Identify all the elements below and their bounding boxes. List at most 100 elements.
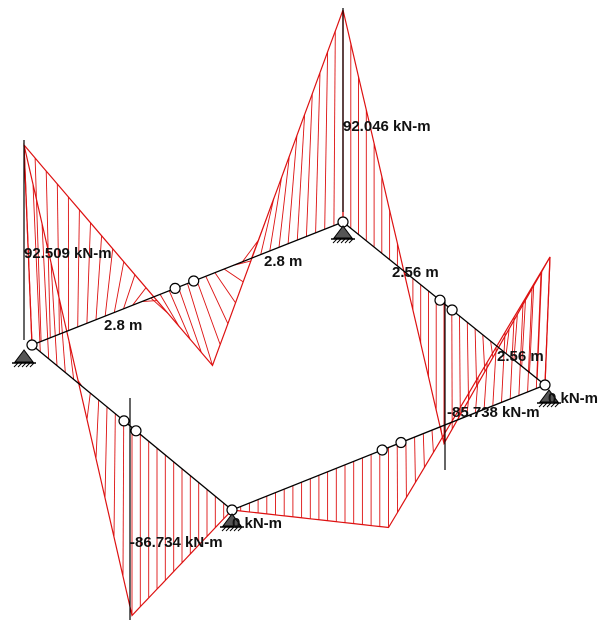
member-back-left [31, 221, 344, 346]
moment-ordinate [113, 413, 116, 538]
support-hatch [554, 402, 560, 408]
moment-ordinate [296, 114, 306, 241]
moment-ordinate [123, 274, 136, 309]
support-triangle [14, 349, 34, 363]
moment-ordinate [223, 268, 244, 283]
support-hatch [13, 362, 19, 368]
moment-label-front-bottom: -86.734 kN-m [130, 534, 223, 551]
support-hatch [25, 362, 31, 368]
support-hatch [344, 238, 350, 244]
moment-ordinate [492, 347, 497, 406]
span-label-back-right: 2.56 m [392, 264, 439, 281]
pin-support-icon [220, 513, 244, 532]
moment-ordinate [474, 328, 478, 387]
moment-ordinate [527, 287, 533, 392]
moment-ordinate [77, 209, 80, 327]
moment-ordinate [536, 271, 543, 379]
span-label-left: 2.8 m [104, 317, 142, 334]
hinge-circle-icon [130, 425, 142, 437]
hinge-circle-icon [169, 282, 181, 294]
moment-ordinate [457, 407, 461, 420]
moment-outline [231, 256, 551, 529]
moment-segment-back-left [23, 9, 344, 367]
moment-ordinate [440, 426, 443, 438]
support-triangle [222, 513, 242, 527]
hinge-circle-icon [26, 339, 38, 351]
moment-ordinate [498, 342, 502, 348]
hinge-circle-icon [395, 436, 407, 449]
support-hatch [348, 238, 354, 244]
moment-ordinate [535, 271, 542, 389]
moment-ordinate [168, 290, 191, 340]
moment-ordinate [414, 437, 416, 483]
moment-ordinate [196, 279, 221, 345]
moment-ordinate [59, 301, 66, 373]
moment-ordinate [474, 377, 479, 413]
moment-ordinate [501, 332, 506, 403]
support-hatch [233, 526, 239, 532]
moment-segment-back-right [342, 9, 551, 446]
hinge-circle-icon [188, 275, 200, 287]
moment-ordinate [431, 430, 434, 453]
moment-ordinate [187, 283, 213, 366]
member-front-right [231, 384, 546, 511]
moment-diagram-layer [23, 8, 551, 620]
moment-ordinate [177, 286, 202, 353]
moment-segment-front-right [231, 256, 551, 529]
support-hatch [237, 526, 243, 532]
moment-ordinate [287, 135, 298, 244]
moment-ordinate [86, 393, 91, 420]
moment-ordinate [150, 297, 169, 314]
moment-ordinate [113, 261, 125, 313]
moment-label-right-bottom: -85.738 kN-m [447, 404, 540, 421]
support-hatch [546, 402, 552, 408]
moment-ordinate [324, 51, 329, 230]
moment-ordinate [422, 433, 425, 468]
moment-ordinate [333, 30, 336, 226]
pin-support-icon [537, 389, 561, 408]
support-hatch [336, 238, 342, 244]
moment-ordinate [315, 72, 321, 233]
moment-ordinate [490, 341, 494, 358]
moment-ordinate [405, 440, 407, 498]
moment-ordinate [132, 287, 147, 306]
moment-ordinate [104, 406, 108, 498]
pin-support-icon [331, 225, 355, 244]
moment-ordinate [122, 420, 125, 577]
support-triangle [539, 389, 559, 403]
moment-ordinate [466, 392, 470, 417]
support-hatch [229, 526, 235, 532]
support-hatch [29, 362, 35, 368]
support-hatch [332, 238, 338, 244]
moment-ordinate [505, 328, 510, 354]
support-hatch [542, 402, 548, 408]
support-hatch [225, 526, 231, 532]
moment-label-back-top: 92.046 kN-m [343, 118, 431, 135]
moment-outline [23, 144, 233, 617]
moment-ordinate [459, 315, 461, 415]
pin-support-icon [12, 349, 36, 368]
moment-ordinate [68, 340, 75, 380]
moment-ordinate [86, 222, 91, 324]
moment-ordinate [305, 93, 313, 237]
span-label-right: 2.56 m [497, 348, 544, 365]
moment-ordinate [159, 294, 180, 327]
hinge-circle-icon [118, 415, 130, 427]
support-hatch [221, 526, 227, 532]
moment-outline [23, 9, 344, 367]
moment-ordinate [214, 272, 236, 304]
moment-ordinate [50, 262, 58, 366]
moment-ordinate [483, 362, 488, 410]
support-layer [12, 225, 561, 532]
hinge-circle-icon [446, 304, 458, 316]
moment-ordinate [95, 235, 103, 320]
moment-ordinate [251, 218, 267, 259]
support-hatch [538, 402, 544, 408]
span-label-back-left: 2.8 m [264, 253, 302, 270]
support-hatch [21, 362, 27, 368]
hinge-circle-icon [434, 294, 446, 306]
moment-ordinate [278, 156, 290, 248]
moment-segment-front-left [23, 144, 233, 617]
moment-ordinate [521, 299, 526, 367]
hinge-circle-icon [539, 379, 551, 391]
